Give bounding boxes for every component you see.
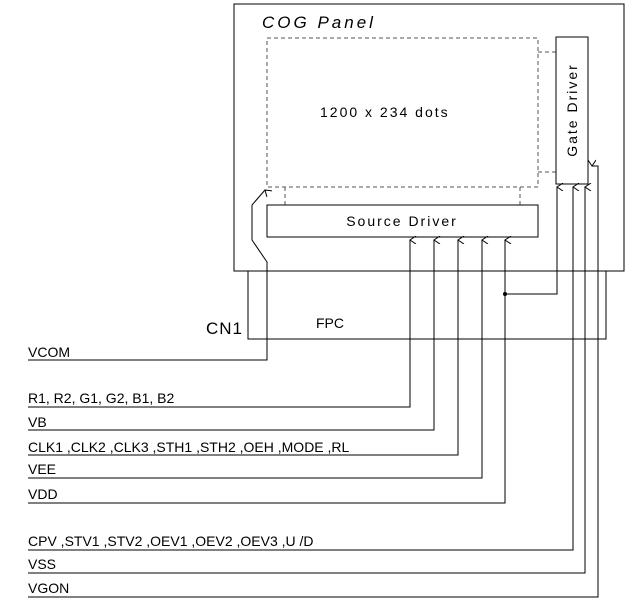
vgon-line [28,166,599,598]
vss-line [28,187,585,574]
vdd-line [28,240,505,504]
signal-label-vdd: VDD [28,486,58,502]
signal-label-vss: VSS [28,556,56,572]
vcom-line [28,190,267,361]
vee-gate-branch [505,187,557,295]
source-driver-label: Source Driver [346,213,458,229]
cn1-label: CN1 [206,319,243,338]
source-driver-box [266,204,539,238]
display-area [266,37,539,188]
cog-panel-title: COG Panel [262,13,376,32]
resolution-label: 1200 x 234 dots [320,104,450,120]
signal-label-vgon: VGON [28,580,69,596]
signal-label-vb: VB [28,414,47,430]
signal-label-gate-control: CPV ,STV1 ,STV2 ,OEV1 ,OEV2 ,OEV3 ,U /D [28,533,314,549]
fpc-label: FPC [316,315,344,331]
vee-line [28,240,482,479]
signal-label-vcom: VCOM [28,344,70,360]
source-control-line [28,240,458,456]
vb-line [28,240,434,431]
gate-control-line [28,187,573,551]
signal-label-source-control: CLK1 ,CLK2 ,CLK3 ,STH1 ,STH2 ,OEH ,MODE … [28,439,350,455]
gate-driver-box [555,36,589,185]
gate-driver-label: Gate Driver [564,63,580,157]
rgb-data-line [28,240,410,408]
fpc-outline [247,270,607,340]
signal-label-vee: VEE [28,461,56,477]
signal-label-rgb: R1, R2, G1, G2, B1, B2 [28,390,175,406]
